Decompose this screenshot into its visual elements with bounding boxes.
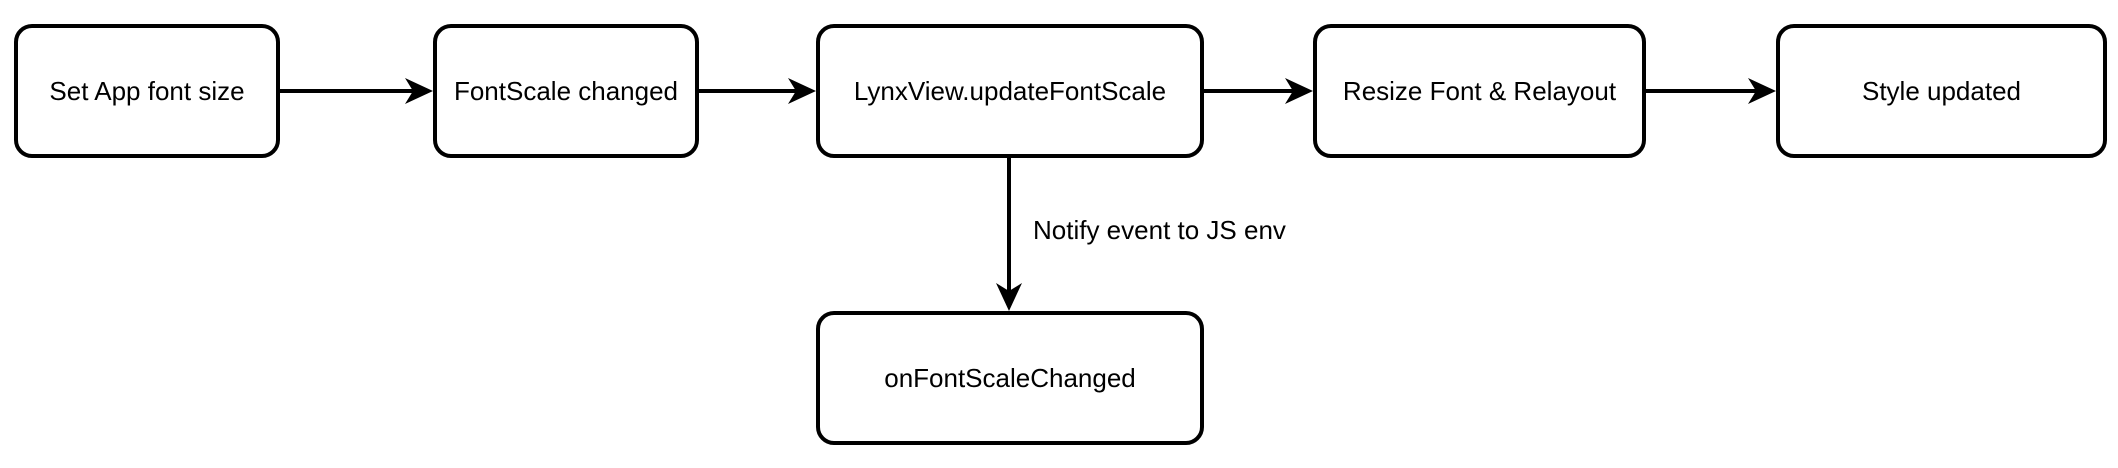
node-label: LynxView.updateFontScale [853,75,1167,106]
node-set-app-font-size: Set App font size [14,24,280,158]
arrowhead-icon [405,78,433,104]
node-style-updated: Style updated [1776,24,2107,158]
node-resize-font-relayout: Resize Font & Relayout [1313,24,1646,158]
arrowhead-icon [788,78,816,104]
node-label: onFontScaleChanged [884,362,1136,393]
node-label: Resize Font & Relayout [1342,75,1617,106]
edge-lynxview-updatefontscale-to-resize-font-relayout [1204,78,1313,104]
edge-lynxview-updatefontscale-to-onfontscalechanged [996,158,1022,311]
node-label: Set App font size [49,75,245,106]
edge-resize-font-relayout-to-style-updated [1646,78,1776,104]
edge-fontscale-changed-to-lynxview-updatefontscale [699,78,816,104]
node-fontscale-changed: FontScale changed [433,24,699,158]
node-lynxview-updatefontscale: LynxView.updateFontScale [816,24,1204,158]
arrowhead-icon [996,283,1022,311]
arrowhead-icon [1748,78,1776,104]
edge-set-app-font-size-to-fontscale-changed [280,78,433,104]
arrowhead-icon [1285,78,1313,104]
node-label: FontScale changed [453,75,679,106]
node-label: Style updated [1861,75,2021,106]
edge-label-notify-event: Notify event to JS env [1033,215,1286,245]
node-onfontscalechanged: onFontScaleChanged [816,311,1204,445]
